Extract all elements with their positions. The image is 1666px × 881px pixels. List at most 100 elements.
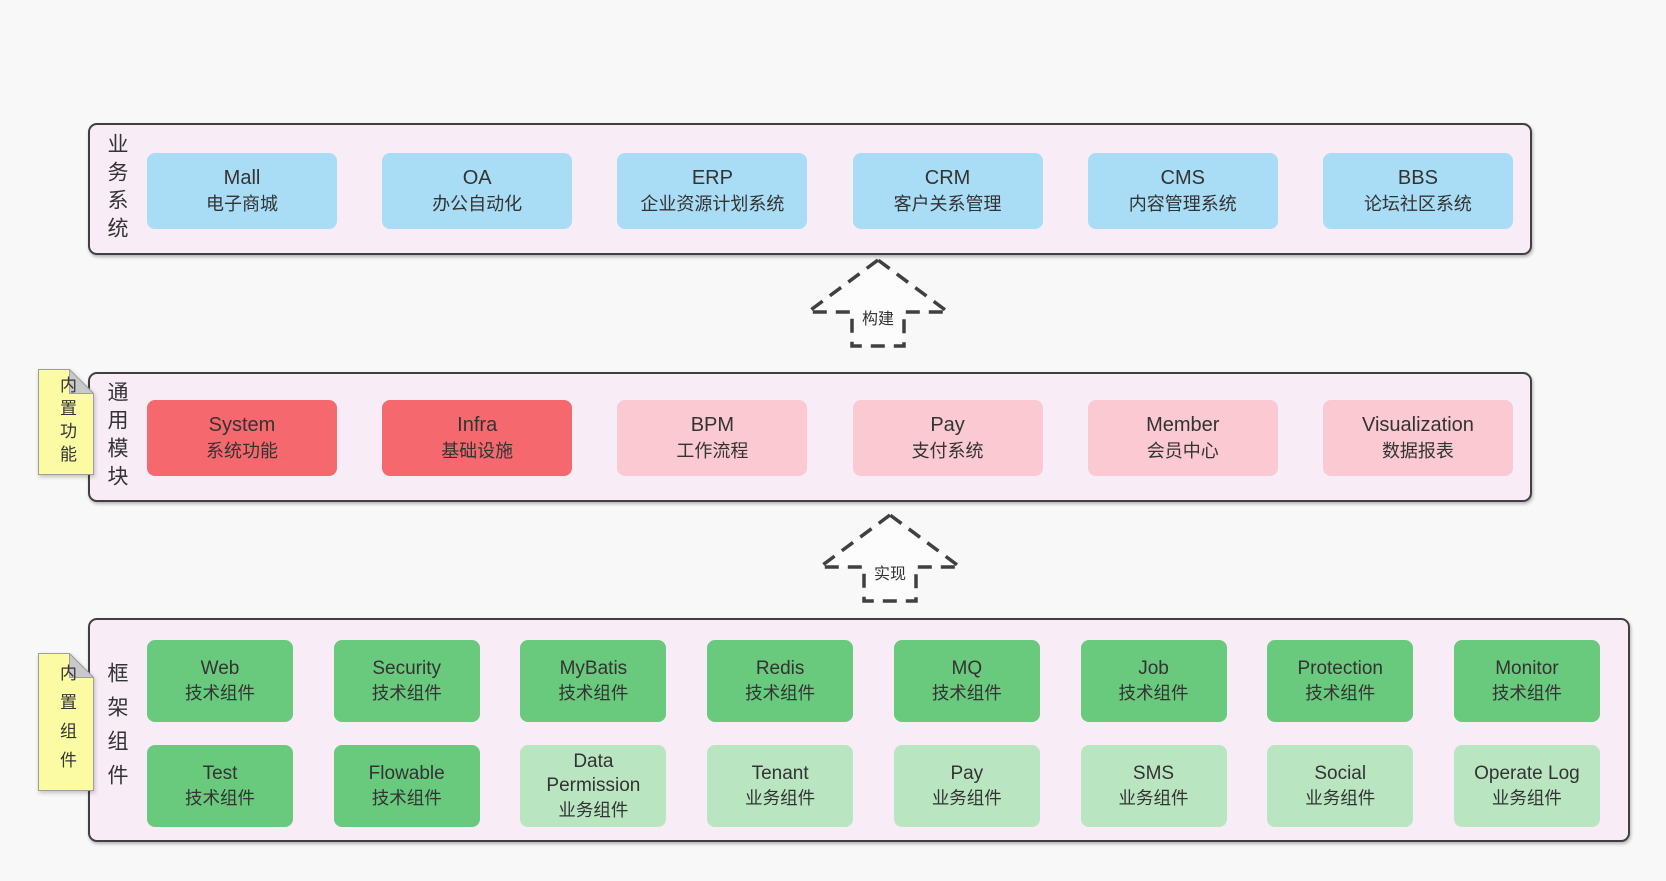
node-infra: Infra 基础设施 <box>382 400 573 476</box>
band-label-framework-components: 框架组件 <box>105 662 128 798</box>
node-subtitle: 技术组件 <box>558 683 629 703</box>
node-subtitle: 技术组件 <box>371 683 442 703</box>
node-title: Monitor <box>1495 658 1559 679</box>
node-redis: Redis 技术组件 <box>707 640 854 722</box>
node-title: Social <box>1314 763 1367 784</box>
band-framework-components: 框架组件 Web 技术组件 Security 技术组件 MyBatis 技术组件… <box>88 618 1630 842</box>
node-title: BBS <box>1397 167 1438 189</box>
node-title: Protection <box>1297 658 1383 679</box>
node-subtitle: 技术组件 <box>1118 683 1189 703</box>
node-title: Mall <box>223 167 261 189</box>
sticky-note-icon <box>38 369 94 475</box>
arrow-label-build: 构建 <box>861 311 894 328</box>
node-mybatis: MyBatis 技术组件 <box>520 640 667 722</box>
node-subtitle: 技术组件 <box>1305 683 1376 703</box>
node-protection: Protection 技术组件 <box>1267 640 1414 722</box>
node-subtitle: 会员中心 <box>1146 441 1219 461</box>
band-common-modules: 通用模块 System 系统功能 Infra 基础设施 BPM 工作流程 Pay… <box>88 372 1532 502</box>
node-subtitle: 企业资源计划系统 <box>640 194 785 214</box>
node-subtitle: 业务组件 <box>1491 788 1562 808</box>
sticky-note-icon <box>38 653 94 791</box>
node-subtitle: 技术组件 <box>185 788 255 808</box>
node-flowable: Flowable 技术组件 <box>333 745 480 827</box>
node-subtitle: 内容管理系统 <box>1128 194 1237 214</box>
arrow-up-implement: 实现 <box>810 512 970 604</box>
node-title: Pay <box>950 763 984 784</box>
node-data-permission: Data Permission 业务组件 <box>520 745 667 827</box>
node-cms: CMS 内容管理系统 <box>1087 153 1278 229</box>
arrow-up-build: 构建 <box>798 257 958 349</box>
node-subtitle: 技术组件 <box>371 788 442 808</box>
arrow-label-implement: 实现 <box>873 566 906 583</box>
band-business-systems: 业务系统 Mall 电子商城 OA 办公自动化 ERP 企业资源计划系统 CRM… <box>88 123 1532 255</box>
node-title: CRM <box>924 167 971 189</box>
folded-corner-icon <box>69 653 94 678</box>
node-title: Member <box>1146 414 1220 436</box>
node-bpm: BPM 工作流程 <box>617 400 808 476</box>
node-title: Job <box>1138 658 1169 679</box>
common-modules-box-row: System 系统功能 Infra 基础设施 BPM 工作流程 Pay 支付系统… <box>147 400 1513 476</box>
node-subtitle: 客户关系管理 <box>893 194 1002 214</box>
dashed-up-arrow-icon <box>802 257 954 348</box>
node-subtitle: 办公自动化 <box>432 194 523 214</box>
sticky-label-built-in-components: 内置组件 <box>57 664 76 780</box>
node-title: Flowable <box>368 763 445 784</box>
node-mall: Mall 电子商城 <box>147 153 337 229</box>
arrow-shape <box>802 257 954 348</box>
node-crm: CRM 客户关系管理 <box>852 153 1043 229</box>
node-security: Security 技术组件 <box>333 640 480 722</box>
node-title: Test <box>202 763 238 784</box>
node-subtitle: 技术组件 <box>745 683 816 703</box>
node-subtitle: 技术组件 <box>1491 683 1562 703</box>
node-job: Job 技术组件 <box>1080 640 1227 722</box>
node-subtitle: 业务组件 <box>1118 788 1189 808</box>
band-label-business-systems: 业务系统 <box>105 133 128 245</box>
framework-components-row-1: Web 技术组件 Security 技术组件 MyBatis 技术组件 Redi… <box>147 640 1600 722</box>
node-title: Tenant <box>751 763 809 784</box>
node-title: Infra <box>457 414 498 436</box>
node-title: BPM <box>690 414 735 436</box>
node-subtitle: 业务组件 <box>558 800 629 820</box>
sticky-body <box>38 369 94 475</box>
node-subtitle: 工作流程 <box>676 441 749 461</box>
node-system: System 系统功能 <box>147 400 337 476</box>
node-title: OA <box>462 167 492 189</box>
node-subtitle: 支付系统 <box>911 441 984 461</box>
sticky-note-built-in-features: 内置功能 <box>38 369 94 475</box>
node-oa: OA 办公自动化 <box>382 153 573 229</box>
node-erp: ERP 企业资源计划系统 <box>617 153 808 229</box>
node-test: Test 技术组件 <box>147 745 293 827</box>
node-mq: MQ 技术组件 <box>893 640 1040 722</box>
framework-components-row-2: Test 技术组件 Flowable 技术组件 Data Permission … <box>147 745 1600 827</box>
node-title: Web <box>200 658 240 679</box>
business-systems-box-row: Mall 电子商城 OA 办公自动化 ERP 企业资源计划系统 CRM 客户关系… <box>147 153 1513 229</box>
node-subtitle: 业务组件 <box>1305 788 1376 808</box>
node-title: Pay <box>930 414 965 436</box>
node-subtitle: 系统功能 <box>206 441 278 461</box>
node-subtitle: 业务组件 <box>931 788 1002 808</box>
node-operate-log: Operate Log 业务组件 <box>1453 745 1600 827</box>
node-subtitle: 技术组件 <box>185 683 255 703</box>
node-title: System <box>208 414 276 436</box>
node-subtitle: 基础设施 <box>441 441 514 461</box>
sticky-body <box>38 653 94 791</box>
node-title: CMS <box>1160 167 1205 189</box>
sticky-note-built-in-components: 内置组件 <box>38 653 94 791</box>
node-subtitle: 论坛社区系统 <box>1363 194 1472 214</box>
node-visualization: Visualization 数据报表 <box>1322 400 1513 476</box>
node-social: Social 业务组件 <box>1267 745 1414 827</box>
node-bbs: BBS 论坛社区系统 <box>1322 153 1513 229</box>
node-subtitle: 业务组件 <box>745 788 816 808</box>
node-title: Operate Log <box>1474 763 1580 784</box>
node-title: MyBatis <box>559 658 628 679</box>
arrow-shape <box>814 512 966 603</box>
dashed-up-arrow-icon <box>814 512 966 603</box>
sticky-label-built-in-features: 内置功能 <box>57 376 76 468</box>
node-title: Redis <box>755 658 805 679</box>
node-title: Visualization <box>1361 414 1474 436</box>
node-sms: SMS 业务组件 <box>1080 745 1227 827</box>
node-title: MQ <box>951 658 983 679</box>
node-subtitle: 数据报表 <box>1381 441 1454 461</box>
band-label-common-modules: 通用模块 <box>105 381 128 493</box>
